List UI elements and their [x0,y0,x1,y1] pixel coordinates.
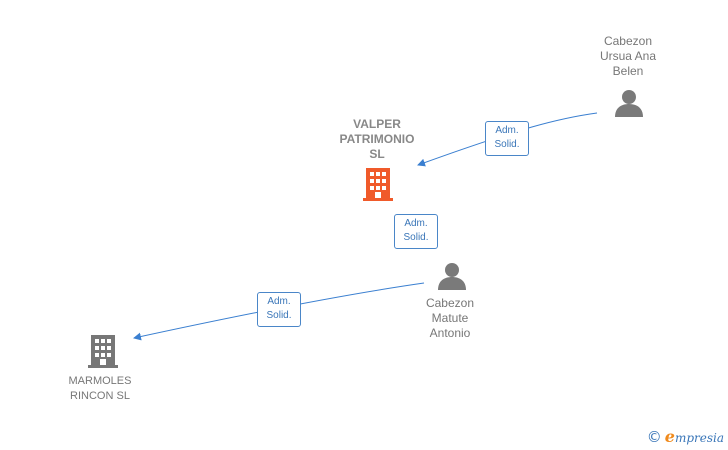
label-line: Matute [431,311,469,325]
role-line: Adm. [404,218,428,229]
building-icon[interactable] [88,335,118,368]
brand-logo[interactable]: empresia [665,427,724,446]
role-line: Solid. [494,139,520,150]
label-line: Cabezon [425,296,475,310]
brand-initial: e [664,427,675,446]
node-label-cabezon-ursua[interactable]: Cabezon Ursua Ana Belen [578,34,678,79]
label-line: SL [369,147,385,161]
label-line: PATRIMONIO [339,132,415,146]
building-icon[interactable] [363,168,393,202]
edge-ursua-to-valper [417,112,598,167]
label-line: Cabezon [603,34,653,48]
label-line: Ursua Ana [599,49,657,63]
copyright-icon: © [646,427,662,446]
label-line: Belen [612,64,644,78]
brand-name: mpresia [674,431,724,445]
node-label-marmoles[interactable]: MARMOLES RINCON SL [50,374,150,404]
footer-brand: © empresia [647,427,724,446]
label-line: RINCON SL [70,390,130,402]
role-box-matute-valper[interactable]: Adm. Solid. [394,214,438,249]
role-box-ursua-valper[interactable]: Adm. Solid. [485,121,529,156]
role-line: Solid. [403,232,429,243]
role-box-matute-marmoles[interactable]: Adm. Solid. [257,292,301,327]
label-line: VALPER [353,117,401,131]
person-icon[interactable] [615,90,643,117]
node-label-cabezon-matute[interactable]: Cabezon Matute Antonio [400,296,500,341]
role-line: Adm. [495,125,519,136]
label-line: Antonio [429,326,471,340]
label-line: MARMOLES [68,375,132,387]
role-line: Solid. [266,310,292,321]
person-icon[interactable] [438,263,466,290]
role-line: Adm. [267,296,291,307]
node-label-valper[interactable]: VALPER PATRIMONIO SL [322,117,432,162]
